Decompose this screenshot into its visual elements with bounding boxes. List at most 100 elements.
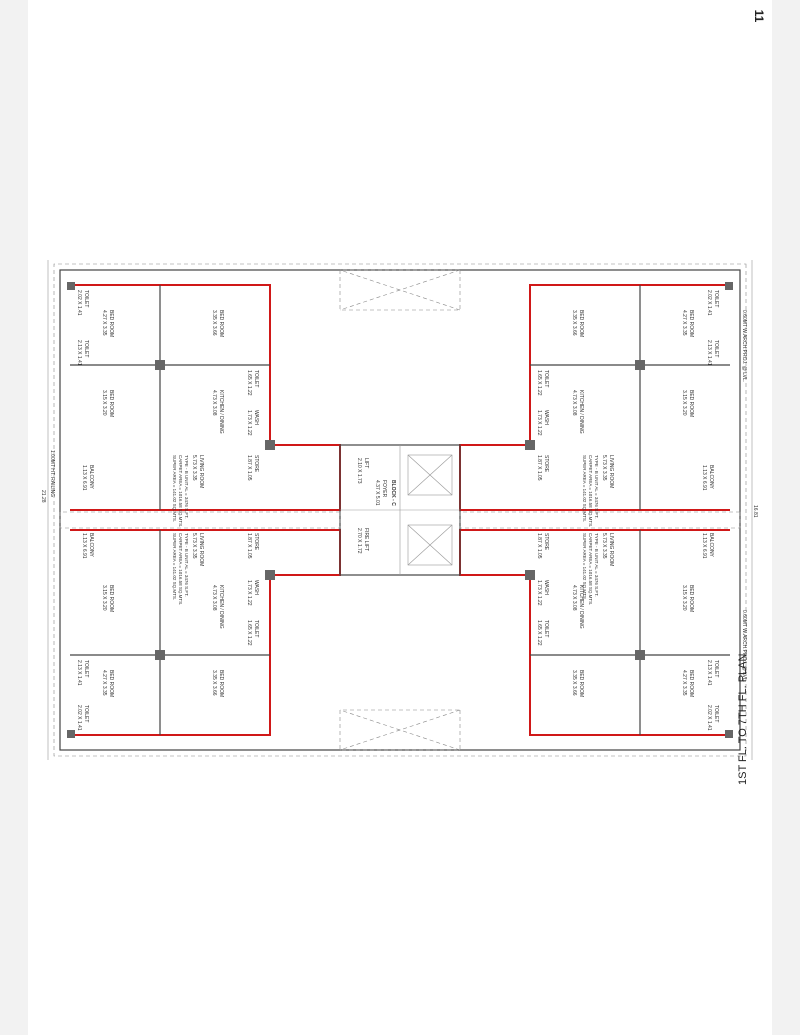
unit-3-balcony-size: 1.13 X 6.91 [701,533,707,559]
unit-3-store: STORE [543,533,549,551]
unit-3-toilet1-size: 2.02 X 1.41 [706,705,712,731]
unit-1-store-size: 1.87 X 1.05 [536,455,542,481]
columns [67,282,733,738]
unit-1-kitchen: KITCHEN / DINING [578,390,584,434]
unit-2-kitchen: KITCHEN / DINING [218,390,224,434]
fire-lift-label: FIRE LIFT [363,528,369,551]
unit-1-balcony-size: 1.13 X 6.91 [701,465,707,491]
block-label: BLOCK - C [390,480,396,506]
unit-1-wash: WASH [543,410,549,425]
unit-4-wash-size: 1.73 X 1.22 [246,580,252,606]
unit-3-wash: WASH [543,580,549,595]
unit-4-living: LIVING ROOM [198,533,204,566]
unit-2-toilet1: TOILET [83,290,89,307]
unit-2-bed2-size: 3.15 X 3.20 [101,390,107,416]
unit-4-toilet2: TOILET [83,660,89,677]
fire-lift-shaft [407,524,453,566]
unit-1-store: STORE [543,455,549,473]
unit-2-kitchen-size: 4.73 X 3.08 [211,390,217,416]
unit-1-toilet1-size: 2.02 X 1.41 [706,290,712,316]
unit-2-wash-size: 1.73 X 1.22 [246,410,252,436]
unit-1-super-note: SUPER AREA = 141.02 SQ.MTS. [582,455,587,522]
projection-note-left: 0.60MT W.ARCH.PROJ. @ LVL. [741,310,747,382]
unit-4-labels: BED ROOM 4.27 X 3.35 BED ROOM 3.15 X 3.2… [76,533,259,731]
unit-2-toilet3: TOILET [253,370,259,387]
unit-4-bed3-size: 3.35 X 3.66 [211,670,217,696]
unit-2-labels: BED ROOM 4.27 X 3.35 BED ROOM 3.15 X 3.2… [76,290,259,527]
unit-3-toilet1: TOILET [713,705,719,722]
unit-2-living-size: 5.73 X 3.35 [191,455,197,481]
floor-plan: 16.81 [40,260,758,760]
unit-3-toilet2: TOILET [713,660,719,677]
unit-3-bed1-size: 4.27 X 3.35 [681,670,687,696]
foyer-size: 4.37 X 5.01 [374,480,380,506]
railing-note: 1.00MT HT. RAILING [49,450,55,497]
unit-1-kitchen-size: 4.73 X 3.08 [571,390,577,416]
unit-1-bed2: BED ROOM [688,390,694,417]
unit-3-balcony: BALCONY [708,533,714,558]
unit-2-bed1: BED ROOM [108,310,114,337]
unit-2-wash: WASH [253,410,259,425]
unit-4-type-note: TYPE - B UNIT AL = 3476 S.FT. [184,533,189,597]
fire-lift-shaft-cross-b [407,524,453,566]
cutout-left-x2 [339,269,461,311]
unit-4-bed2: BED ROOM [108,585,114,612]
unit-2-bed1-size: 4.27 X 3.35 [101,310,107,336]
lift-label: LIFT [363,458,369,468]
unit-2-bed2: BED ROOM [108,390,114,417]
unit-4-bed1-size: 4.27 X 3.35 [101,670,107,696]
unit-4-balcony: BALCONY [88,533,94,558]
unit-4-kitchen-size: 4.73 X 3.08 [211,585,217,611]
foyer-label: FOYER [381,480,387,498]
unit-3-store-size: 1.87 X 1.05 [536,533,542,559]
lift-size: 2.10 X 1.73 [356,458,362,484]
unit-2-toilet3-size: 1.65 X 1.22 [246,370,252,396]
unit-3-bed2: BED ROOM [688,585,694,612]
unit-4-toilet2-size: 2.13 X 1.41 [76,660,82,686]
unit-4-wash: WASH [253,580,259,595]
unit-4-living-size: 5.73 X 3.35 [191,533,197,559]
unit-2-carpet-note: CARPET AREA = 1016.58 SQ.MTS. [178,455,183,527]
sheet-title-wrap: 1ST FL. TO 7TH FL. PLAN [733,635,753,785]
unit-2-toilet1-size: 2.02 X 1.41 [76,290,82,316]
unit-1-balcony: BALCONY [708,465,714,490]
unit-3-bed3-size: 3.35 X 3.66 [571,670,577,696]
unit-3-bed1: BED ROOM [688,670,694,697]
unit-4-balcony-size: 1.13 X 6.91 [81,533,87,559]
unit-2-boundary [70,284,341,511]
partitions [70,285,730,735]
shaft-top [459,511,741,529]
unit-1-toilet2-size: 2.13 X 1.41 [706,340,712,366]
unit-2-type-note: TYPE - B UNIT AL = 3476 S.FT. [184,455,189,519]
unit-3-super-note: SUPER AREA = 141.02 SQ.MTS. [582,533,587,600]
unit-2-toilet2: TOILET [83,340,89,357]
unit-3-kitchen: KITCHEN / DINING [578,585,584,629]
unit-2-toilet2-size: 2.13 X 1.41 [76,340,82,366]
unit-3-living: LIVING ROOM [608,533,614,566]
unit-4-bed3: BED ROOM [218,670,224,697]
unit-4-toilet3-size: 1.65 X 1.22 [246,620,252,646]
unit-4-store-size: 1.87 X 1.05 [246,533,252,559]
unit-4-bed2-size: 3.15 X 3.20 [101,585,107,611]
lift-shaft-cross-b [407,454,453,496]
projection-note-right: 0.60MT W.ARCH.PROJ. @ LVL. [741,610,747,682]
cutout-right-x2 [339,709,461,751]
overall-depth-label: 16.81 [752,505,758,518]
shaft-bottom [59,511,341,529]
unit-4-toilet1: TOILET [83,705,89,722]
overall-width-label: 21.28 [40,490,46,503]
unit-1-toilet2: TOILET [713,340,719,357]
unit-1-carpet-note: CARPET AREA = 1016.58 SQ.MTS. [588,455,593,527]
cutout-right [339,709,461,751]
unit-2-bed3: BED ROOM [218,310,224,337]
unit-4-bed1: BED ROOM [108,670,114,697]
unit-3-toilet3-size: 1.65 X 1.22 [536,620,542,646]
unit-2-balcony-size: 1.13 X 6.91 [81,465,87,491]
unit-4-toilet1-size: 2.02 X 1.41 [76,705,82,731]
unit-1-labels: BED ROOM 4.27 X 3.35 BED ROOM 3.15 X 3.2… [536,290,719,527]
unit-4-toilet3: TOILET [253,620,259,637]
unit-3-living-size: 5.73 X 3.35 [601,533,607,559]
unit-1-type-note: TYPE - B UNIT AL = 3476 S.FT. [594,455,599,519]
unit-3-bed2-size: 3.15 X 3.20 [681,585,687,611]
unit-1-wash-size: 1.73 X 1.22 [536,410,542,436]
